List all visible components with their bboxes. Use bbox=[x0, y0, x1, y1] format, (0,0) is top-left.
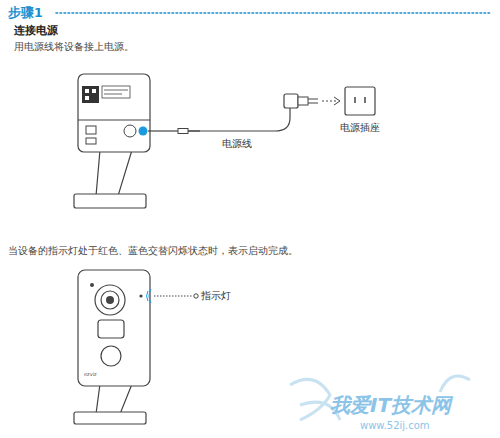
part-label: 电源线 bbox=[222, 138, 252, 149]
instruction-text: 当设备的指示灯处于红色、蓝色交替闪烁状态时，表示启动完成。 bbox=[8, 245, 298, 256]
watermark: 我爱IT技术网 bbox=[330, 393, 451, 417]
section-heading: 连接电源 bbox=[14, 24, 58, 37]
watermark: www.52ij.com bbox=[360, 420, 430, 432]
logo-text: ezviz bbox=[84, 371, 97, 377]
step-heading: 步骤1 bbox=[8, 5, 43, 20]
instruction-text: 用电源线将设备接上电源。 bbox=[14, 41, 134, 52]
part-label: 指示灯 bbox=[201, 290, 231, 301]
part-label: 电源插座 bbox=[340, 122, 380, 133]
